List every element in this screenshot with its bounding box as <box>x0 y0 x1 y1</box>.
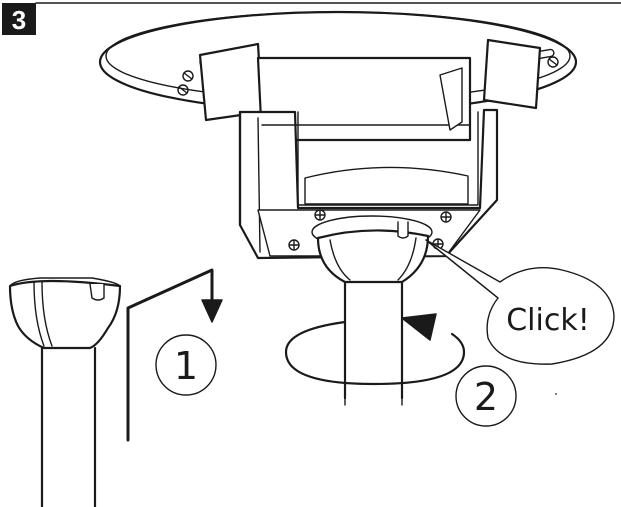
step-badge-label: 3 <box>12 5 26 35</box>
insert-arrow-head <box>201 299 223 323</box>
stray-mark <box>555 393 557 395</box>
click-callout: Click! <box>425 239 615 365</box>
screw-icon <box>547 56 559 68</box>
screw-icon <box>177 84 189 96</box>
step-badge: 3 <box>2 3 36 35</box>
insert-arrow-path <box>126 268 214 442</box>
extension-pole-icon <box>343 280 404 406</box>
step-two-callout: 2 <box>455 365 517 427</box>
step-badge-box <box>2 3 36 35</box>
pole-part-notch <box>89 283 105 301</box>
screw-icon <box>288 239 300 251</box>
bracket-flange-right <box>482 38 542 110</box>
screw-icon <box>314 209 326 221</box>
step-one-label: 1 <box>174 344 198 388</box>
step-one-circle <box>155 334 217 396</box>
screw-icon <box>440 211 452 223</box>
insert-down-arrow-icon <box>126 268 223 442</box>
step-two-circle <box>455 365 517 427</box>
rotate-arrow-path <box>284 320 466 386</box>
ball-socket-icon <box>311 215 433 284</box>
step-two-label: 2 <box>474 375 498 419</box>
bracket-inner-floor <box>304 166 469 205</box>
step-one-callout: 1 <box>155 334 217 396</box>
bracket-flange-left <box>198 42 264 122</box>
rotate-arrow-head <box>401 313 437 341</box>
click-label: Click! <box>506 303 590 338</box>
socket-cup <box>316 229 430 284</box>
bracket-tab <box>439 67 463 131</box>
click-speech-bubble <box>425 239 615 365</box>
pole-part-icon <box>8 277 122 507</box>
socket-notch <box>397 221 409 239</box>
rotate-arrow-icon <box>284 313 466 386</box>
screw-icon <box>182 70 194 82</box>
